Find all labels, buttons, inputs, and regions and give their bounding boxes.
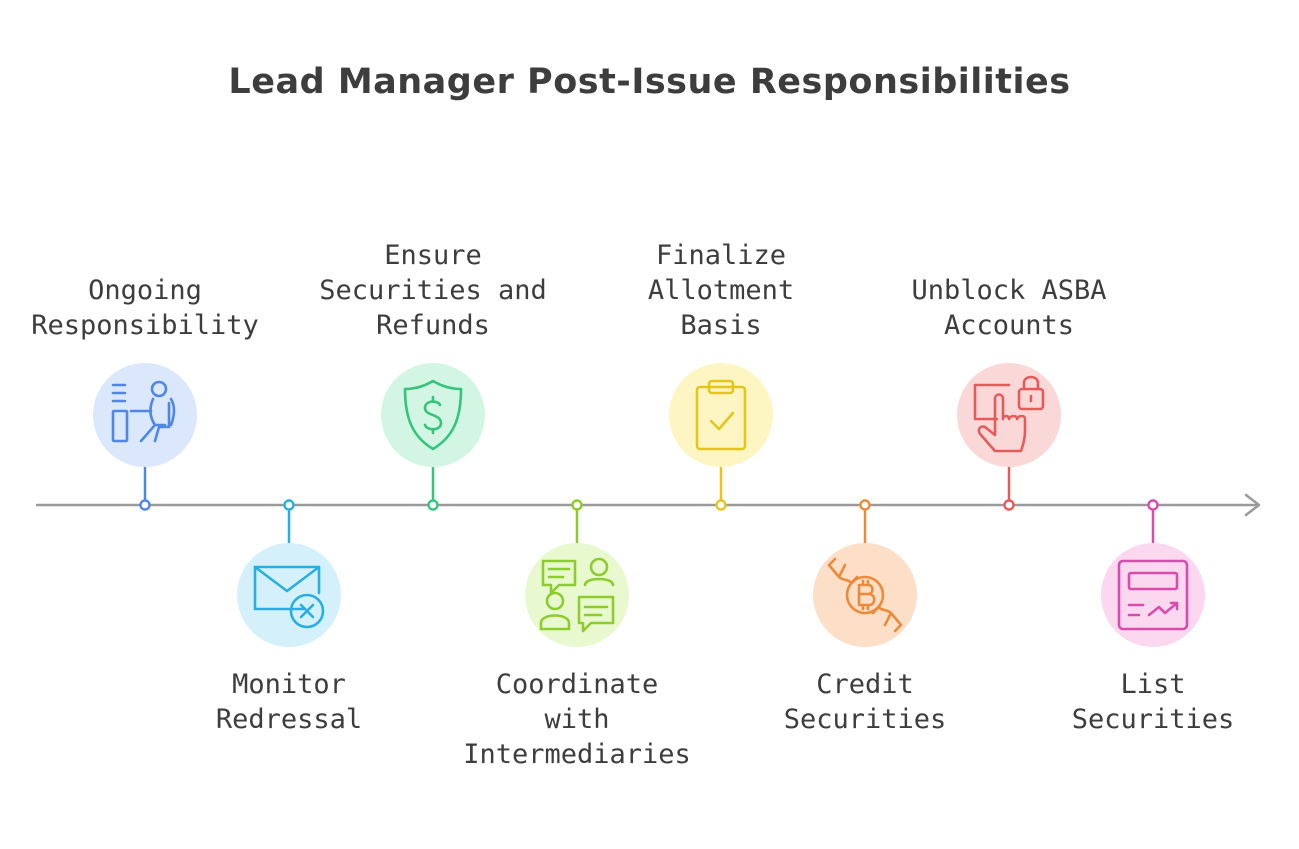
step-label: Coordinate with Intermediaries [463,669,691,770]
step-7 [957,363,1061,511]
timeline-node [715,499,727,511]
clipboard-check-icon [695,379,747,451]
timeline-node [139,499,151,511]
icon-circle [93,363,197,467]
timeline-node [283,499,295,511]
timeline-node [1147,499,1159,511]
icon-circle [1101,543,1205,647]
bitcoin-hands-icon [827,557,903,633]
step-label: List Securities [1071,669,1235,735]
step-5 [669,363,773,511]
chart-card-icon [1117,559,1189,631]
step-4 [525,499,629,647]
step-label: Monitor Redressal [215,669,363,735]
step-6 [813,499,917,647]
step-1 [93,363,197,511]
diagram-title: Lead Manager Post-Issue Responsibilities [228,62,1071,102]
people-chat-icon [539,557,615,633]
step-2 [237,499,341,647]
dollar-shield-icon [403,379,463,451]
mail-cancel-icon [253,565,325,629]
step-label: Ongoing Responsibility [31,275,259,341]
person-at-desk-icon [111,380,176,443]
timeline-arrowhead [1244,493,1261,517]
timeline-node [571,499,583,511]
timeline-node [859,499,871,511]
step-label: Finalize Allotment Basis [647,240,795,341]
icon-circle [669,363,773,467]
step-3 [381,363,485,511]
touch-lock-icon [973,375,1045,453]
step-label: Unblock ASBA Accounts [911,275,1107,341]
timeline-node [1003,499,1015,511]
timeline-node [427,499,439,511]
icon-circle [525,543,629,647]
step-8 [1101,499,1205,647]
step-label: Ensure Securities and Refunds [319,240,547,341]
icon-circle [237,543,341,647]
step-label: Credit Securities [783,669,947,735]
